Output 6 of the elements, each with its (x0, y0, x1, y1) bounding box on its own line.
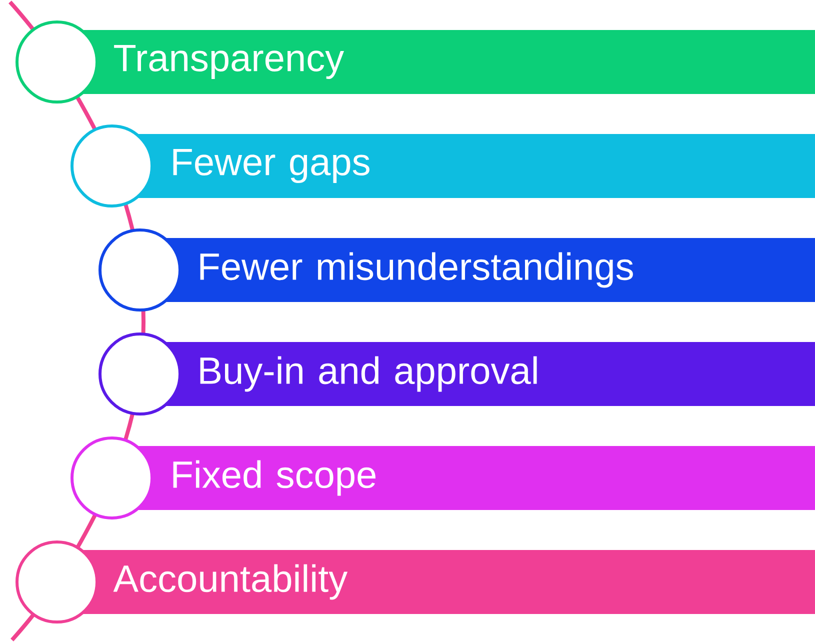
bar: Fewer gaps (70, 124, 815, 208)
bar: Buy-in and approval (98, 332, 815, 416)
bar: Transparency (16, 20, 815, 104)
bar: Accountability (16, 540, 815, 624)
bar: Fewer misunderstandings (98, 228, 815, 312)
bar: Fixed scope (70, 436, 815, 520)
